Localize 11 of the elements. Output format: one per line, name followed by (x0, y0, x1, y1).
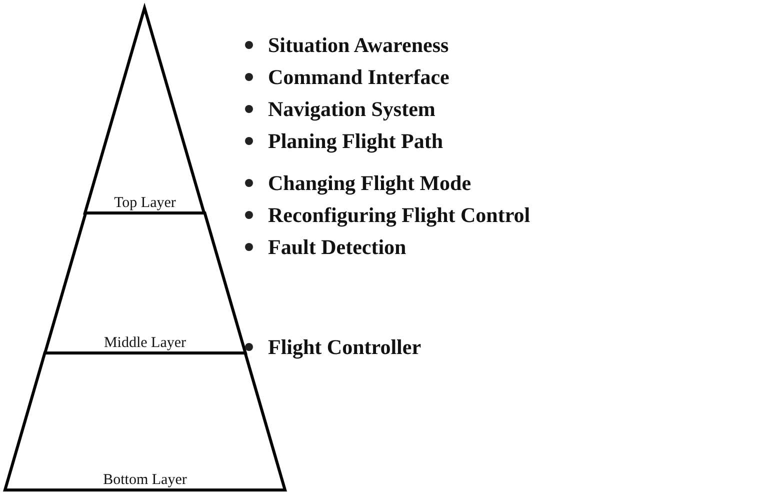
list-item-text: Changing Flight Mode (268, 170, 472, 196)
list-item-text: Flight Controller (268, 334, 422, 360)
layer-label: Bottom Layer (102, 473, 188, 488)
list-item-text: Fault Detection (268, 234, 406, 260)
list-item-text: Planing Flight Path (268, 128, 444, 154)
list-item-text: Command Interface (268, 64, 450, 90)
layer-label: Middle Layer (102, 336, 188, 351)
list-item-text: Navigation System (268, 96, 436, 122)
list-item-text: Reconfiguring Flight Control (268, 202, 530, 228)
layer-label: Top Layer (113, 196, 177, 211)
list-item-text: Situation Awareness (268, 32, 449, 58)
